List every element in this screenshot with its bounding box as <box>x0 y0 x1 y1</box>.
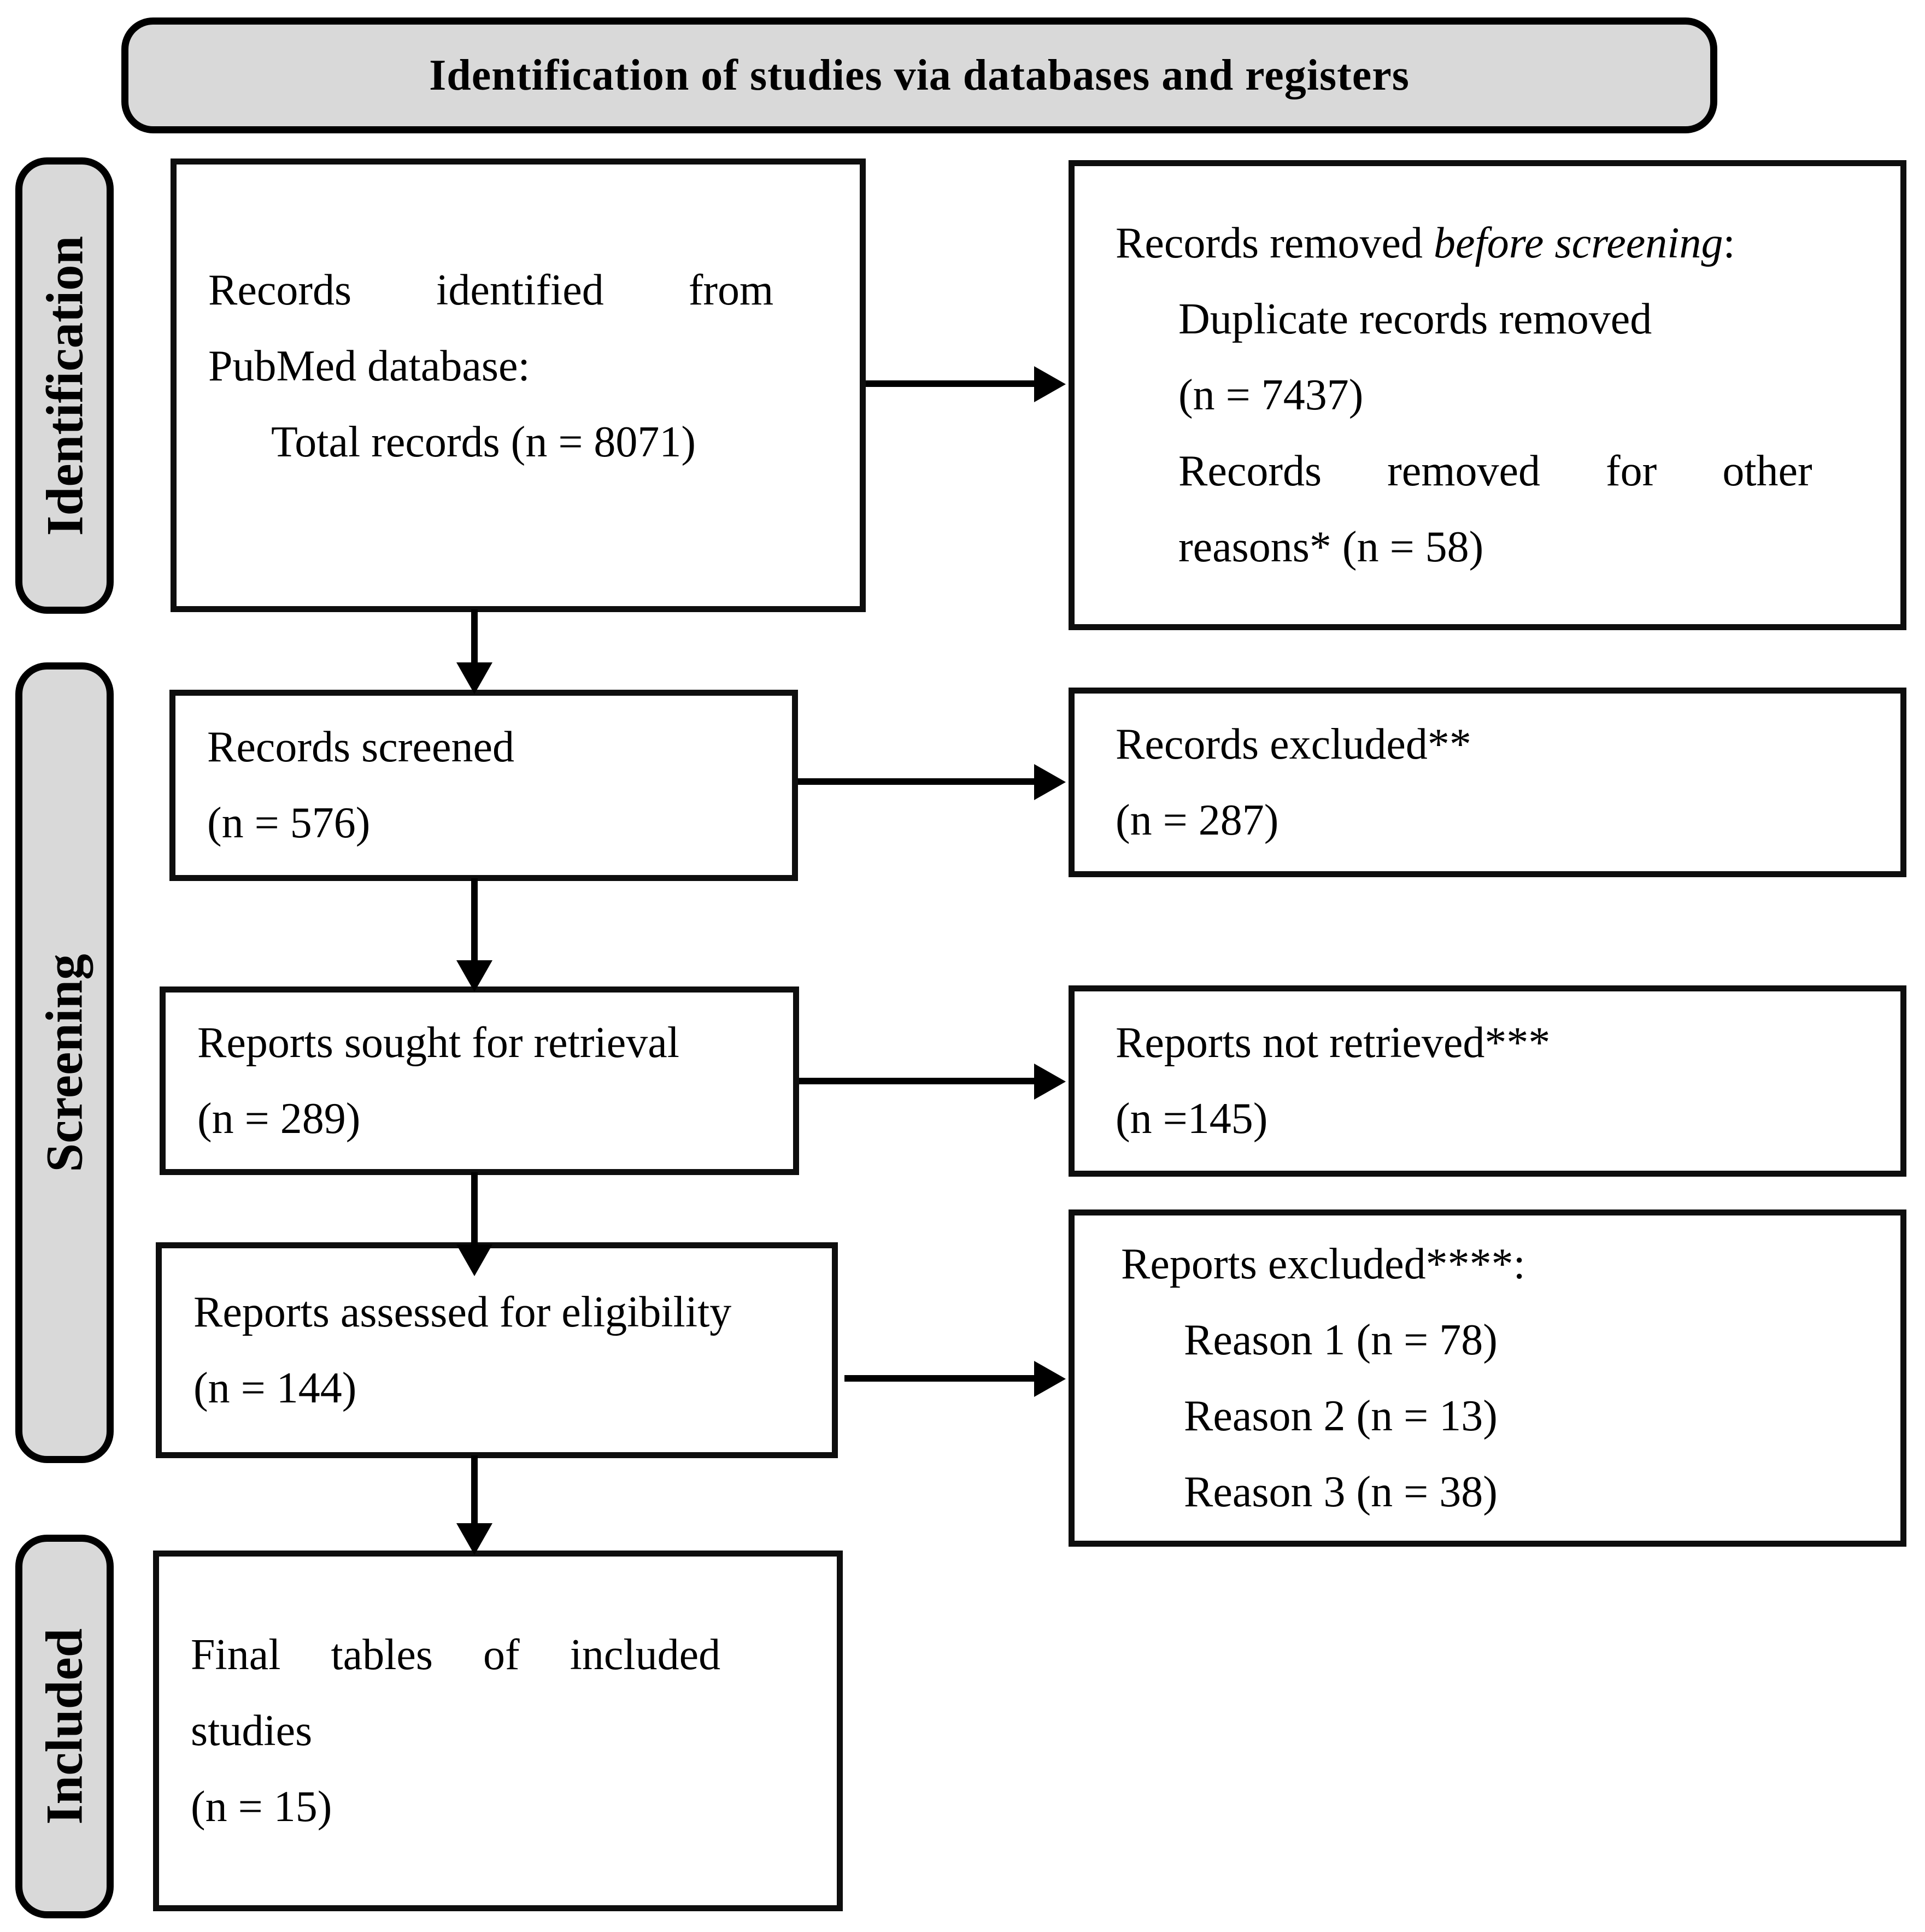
arrow-head-icon <box>1034 1361 1066 1397</box>
records-screened-line1: Records screened <box>207 723 514 771</box>
reports-excluded-line4: Reason 3 (n = 38) <box>1184 1467 1498 1516</box>
box-records-identified: Records identified from PubMed database:… <box>171 158 866 612</box>
stage-label-identification: Identification <box>15 157 114 614</box>
box-reports-excluded: Reports excluded****: Reason 1 (n = 78) … <box>1069 1209 1906 1547</box>
box-final-tables: Final tables of included studies (n = 15… <box>153 1551 843 1911</box>
arrow-line <box>866 380 1036 387</box>
arrow-line <box>471 1455 478 1523</box>
arrow-head-icon <box>1034 366 1066 402</box>
box-records-removed: Records removed before screening: Duplic… <box>1069 160 1906 630</box>
reports-not-retrieved-line1: Reports not retrieved*** <box>1116 1019 1551 1067</box>
header-banner: Identification of studies via databases … <box>121 17 1717 133</box>
stage-label-screening-text: Screening <box>36 953 93 1172</box>
arrow-line <box>844 1375 1036 1382</box>
reports-excluded-line2: Reason 1 (n = 78) <box>1184 1316 1498 1364</box>
reports-sought-line1: Reports sought for retrieval <box>197 1018 679 1067</box>
reports-sought-line2: (n = 289) <box>197 1094 361 1143</box>
reports-not-retrieved-line2: (n =145) <box>1116 1095 1268 1143</box>
stage-label-identification-text: Identification <box>36 236 93 536</box>
arrow-head-icon <box>456 1244 492 1276</box>
reports-excluded-line3: Reason 2 (n = 13) <box>1184 1391 1498 1440</box>
stage-label-included-text: Included <box>36 1628 94 1825</box>
records-removed-line1: Records removed before screening: <box>1116 205 1873 281</box>
reports-assessed-line2: (n = 144) <box>193 1364 357 1412</box>
arrow-line <box>471 878 478 960</box>
records-screened-line2: (n = 576) <box>207 799 371 847</box>
records-removed-line1-italic: before screening <box>1434 219 1723 267</box>
arrow-head-icon <box>456 662 492 694</box>
records-removed-line2: Duplicate records removed <box>1178 295 1652 343</box>
arrow-head-icon <box>1034 764 1066 800</box>
records-removed-line1-prefix: Records removed <box>1116 219 1434 267</box>
arrow-line <box>799 1078 1036 1084</box>
records-removed-line3: (n = 7437) <box>1178 371 1364 419</box>
box-reports-sought: Reports sought for retrieval (n = 289) <box>160 986 799 1175</box>
records-excluded-line1: Records excluded** <box>1116 720 1471 768</box>
final-tables-line2: studies <box>191 1706 313 1755</box>
stage-label-included: Included <box>15 1535 114 1918</box>
final-tables-line3: (n = 15) <box>191 1782 332 1831</box>
box-records-excluded: Records excluded** (n = 287) <box>1069 688 1906 877</box>
records-removed-line1-suffix: : <box>1723 219 1735 267</box>
box-reports-not-retrieved: Reports not retrieved*** (n =145) <box>1069 985 1906 1177</box>
arrow-line <box>798 778 1036 785</box>
reports-excluded-line1: Reports excluded****: <box>1121 1240 1525 1288</box>
arrow-head-icon <box>456 960 492 992</box>
final-tables-line1: Final tables of included <box>191 1630 721 1679</box>
records-excluded-line2: (n = 287) <box>1116 796 1279 844</box>
box-records-screened: Records screened (n = 576) <box>169 690 798 881</box>
records-removed-line4: Records removed for other <box>1178 447 1812 495</box>
stage-label-screening: Screening <box>15 662 114 1463</box>
box-reports-assessed: Reports assessed for eligibility (n = 14… <box>156 1242 838 1458</box>
records-removed-line5: reasons* (n = 58) <box>1178 522 1484 571</box>
records-identified-line2: PubMed database: <box>208 342 530 390</box>
reports-assessed-line1: Reports assessed for eligibility <box>193 1288 732 1336</box>
arrow-line <box>471 609 478 662</box>
arrow-head-icon <box>456 1523 492 1555</box>
records-identified-line1: Records identified from <box>208 266 774 314</box>
diagram-title: Identification of studies via databases … <box>429 51 1410 99</box>
arrow-line <box>471 1172 478 1244</box>
arrow-head-icon <box>1034 1064 1066 1100</box>
records-identified-line3: Total records (n = 8071) <box>271 418 696 466</box>
